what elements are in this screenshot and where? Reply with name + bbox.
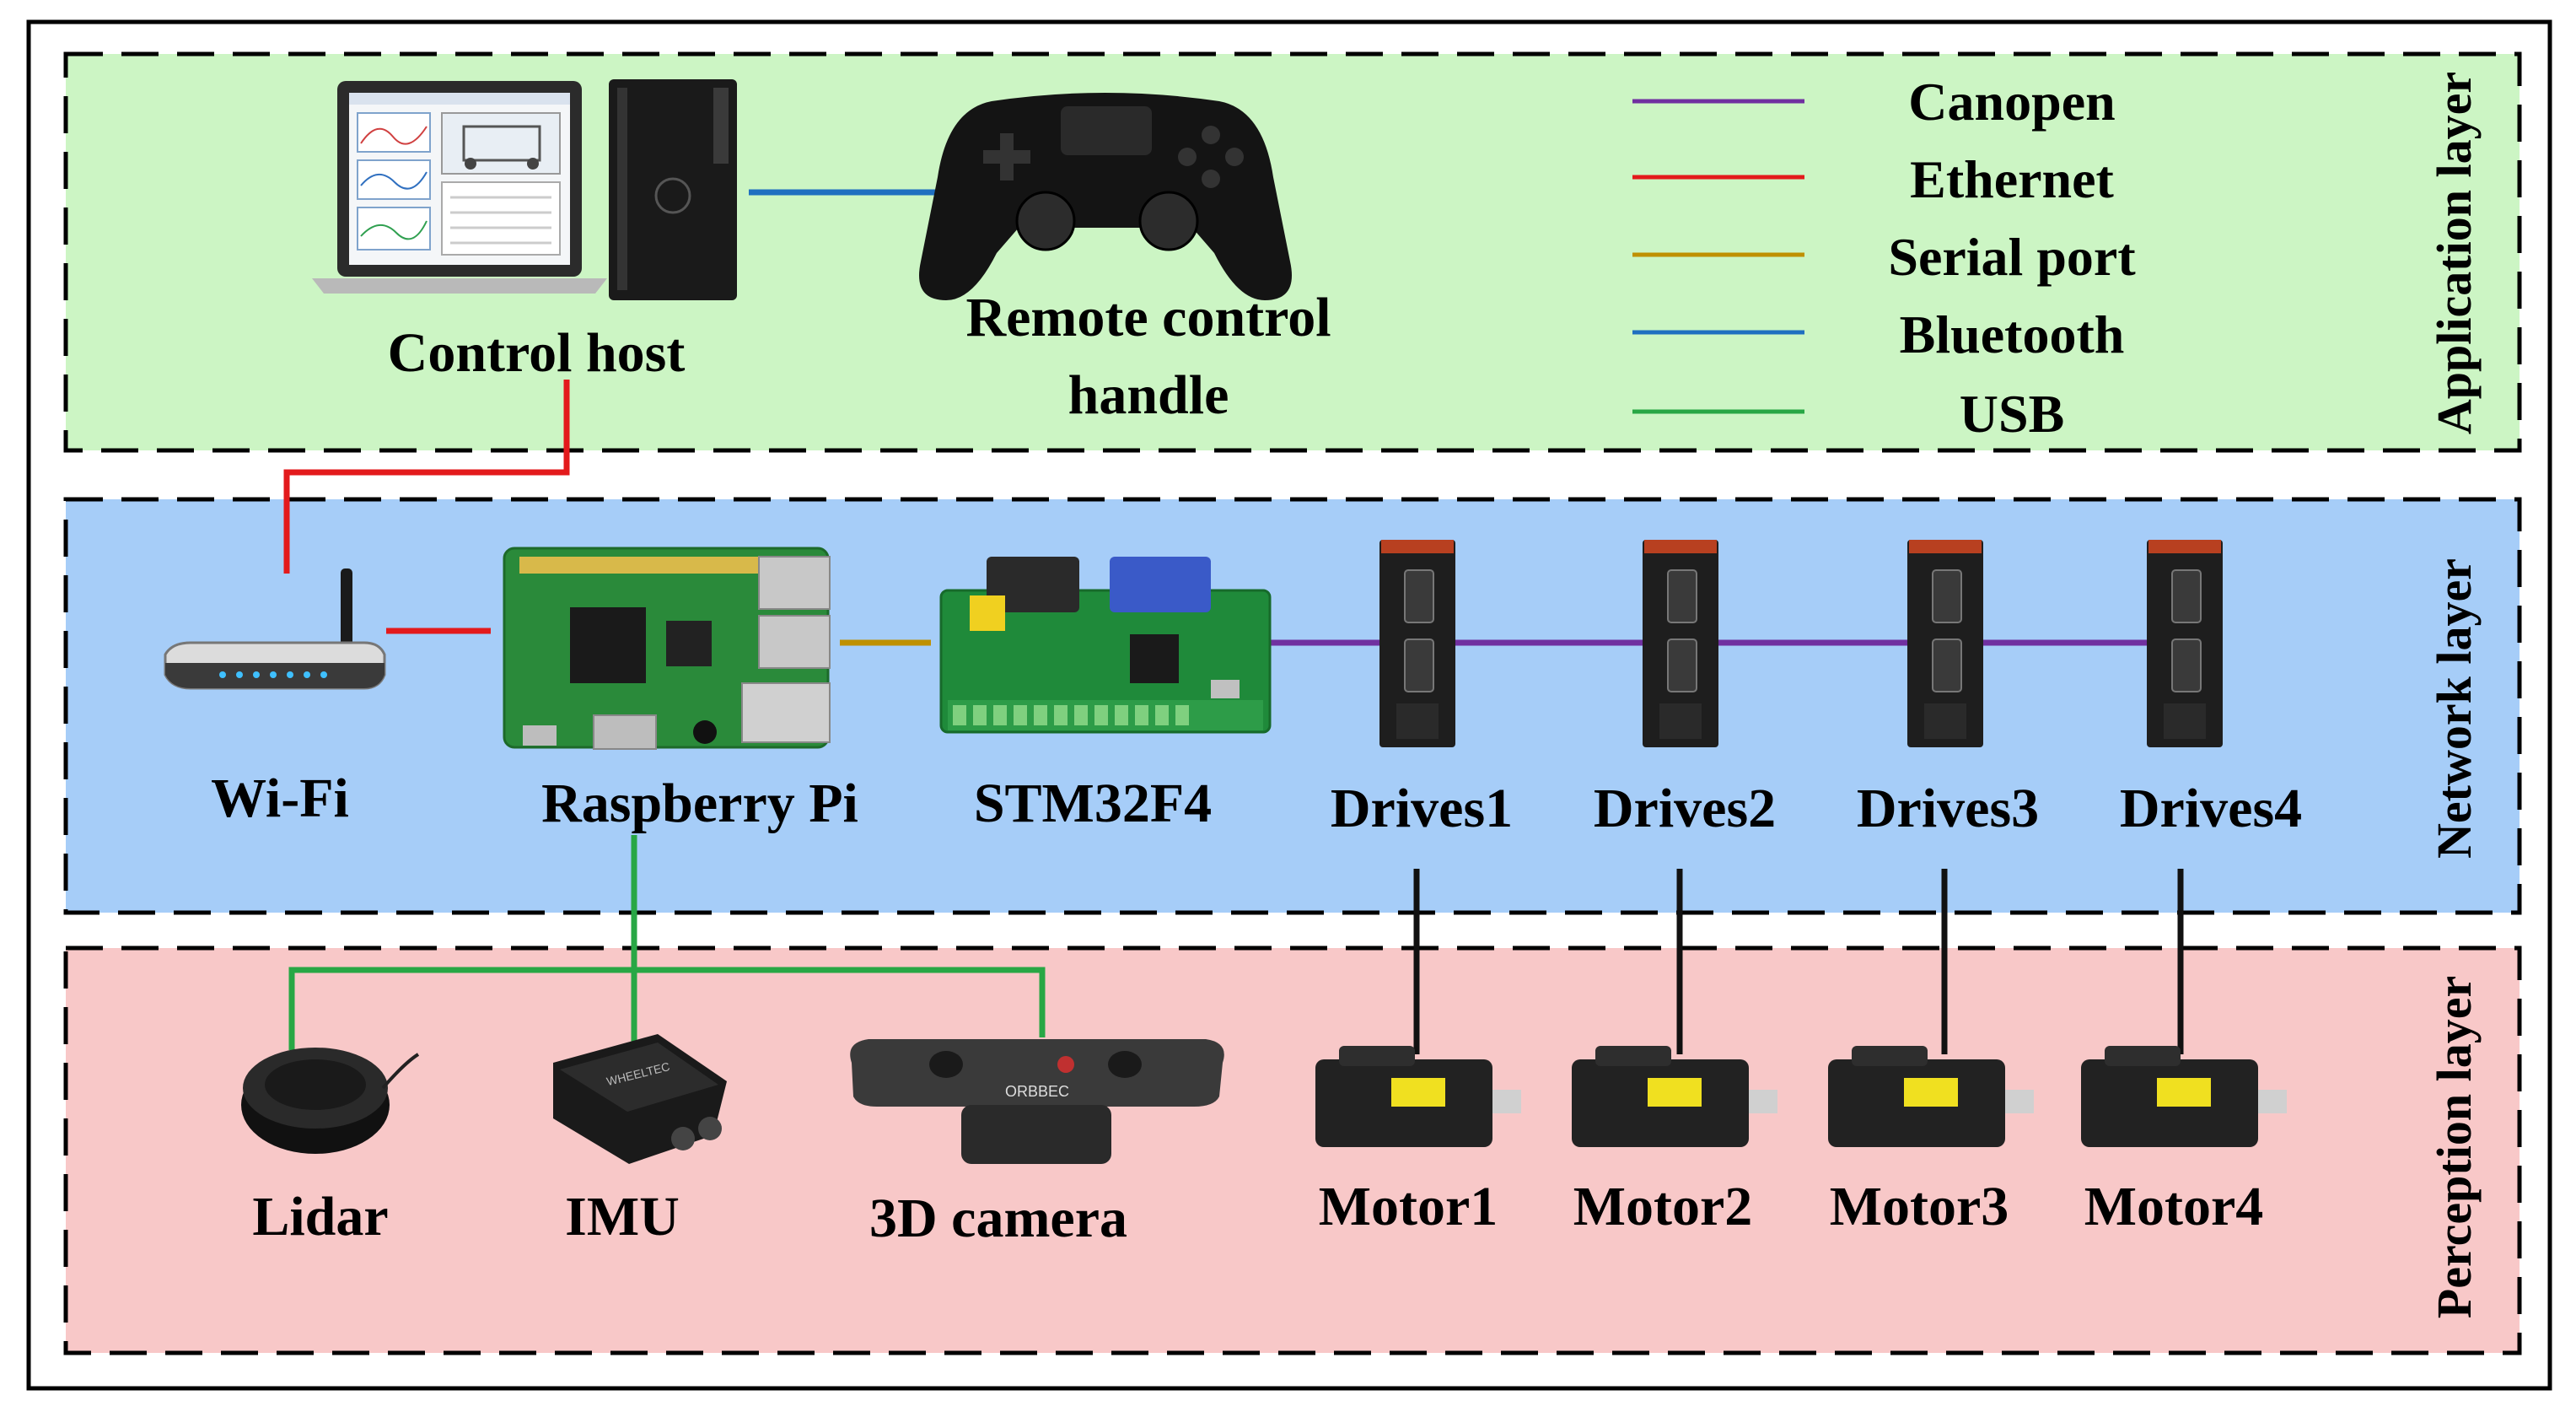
pc-tower-icon: [609, 79, 737, 300]
lidar-label: Lidar: [252, 1186, 388, 1247]
network-layer-label: Network layer: [2427, 558, 2482, 859]
drive-unit-icon-4: [2147, 540, 2223, 747]
motor-icon-3: [1828, 1046, 2034, 1147]
motor-label-4: Motor4: [2084, 1176, 2264, 1237]
network-layer-panel: [63, 497, 2522, 915]
motor-label-1: Motor1: [1319, 1176, 1498, 1237]
motor-icon-2: [1572, 1046, 1777, 1147]
raspberry-pi-board-icon: [503, 547, 831, 750]
remote-handle-label-line2: handle: [1068, 364, 1229, 426]
application-layer-label: Application layer: [2427, 72, 2482, 434]
wifi-label: Wi-Fi: [211, 768, 349, 829]
ethernet-host-wifi: [283, 380, 570, 574]
stm32-label: STM32F4: [974, 773, 1212, 834]
stm32-board-icon: [939, 557, 1272, 734]
drive-label-4: Drives4: [2120, 778, 2302, 839]
legend-label-bluetooth: Bluetooth: [1900, 304, 2125, 364]
motor-icon-4: [2081, 1046, 2287, 1147]
imu-label: IMU: [565, 1186, 680, 1247]
laptop-icon: [312, 81, 607, 294]
drive-label-1: Drives1: [1331, 778, 1513, 839]
motor-icon-1: [1315, 1046, 1521, 1147]
perception-layer-label: Perception layer: [2427, 976, 2482, 1318]
imu-icon: WHEELTEC: [553, 1034, 727, 1164]
legend-label-usb: USB: [1960, 384, 2065, 444]
drive-label-2: Drives2: [1594, 778, 1776, 839]
wifi-router-icon: [164, 568, 386, 690]
3d-camera-label: 3D camera: [869, 1188, 1127, 1249]
control-host-label: Control host: [388, 322, 686, 384]
camera-brand-text: ORBBEC: [1005, 1083, 1069, 1100]
drive-unit-icon-2: [1643, 540, 1718, 747]
motor-label-2: Motor2: [1573, 1176, 1753, 1237]
motor-label-3: Motor3: [1830, 1176, 2009, 1237]
usb-bus: [288, 967, 1046, 1050]
gamepad-icon: [919, 93, 1292, 300]
legend-label-ethernet: Ethernet: [1910, 149, 2114, 209]
remote-handle-label-line1: Remote control: [965, 287, 1331, 348]
drive-unit-icon-3: [1907, 540, 1983, 747]
3d-camera-icon: ORBBEC: [850, 1039, 1224, 1164]
drive-label-3: Drives3: [1857, 778, 2039, 839]
lidar-icon: [241, 1048, 420, 1154]
raspberry-pi-label: Raspberry Pi: [541, 773, 858, 834]
legend-label-serial: Serial port: [1888, 227, 2136, 287]
legend-label-canopen: Canopen: [1908, 72, 2115, 132]
perception-layer-panel: [63, 946, 2522, 1355]
legend: Canopen Ethernet Serial port Bluetooth U…: [1632, 72, 2136, 444]
drive-unit-icon-1: [1379, 540, 1455, 747]
